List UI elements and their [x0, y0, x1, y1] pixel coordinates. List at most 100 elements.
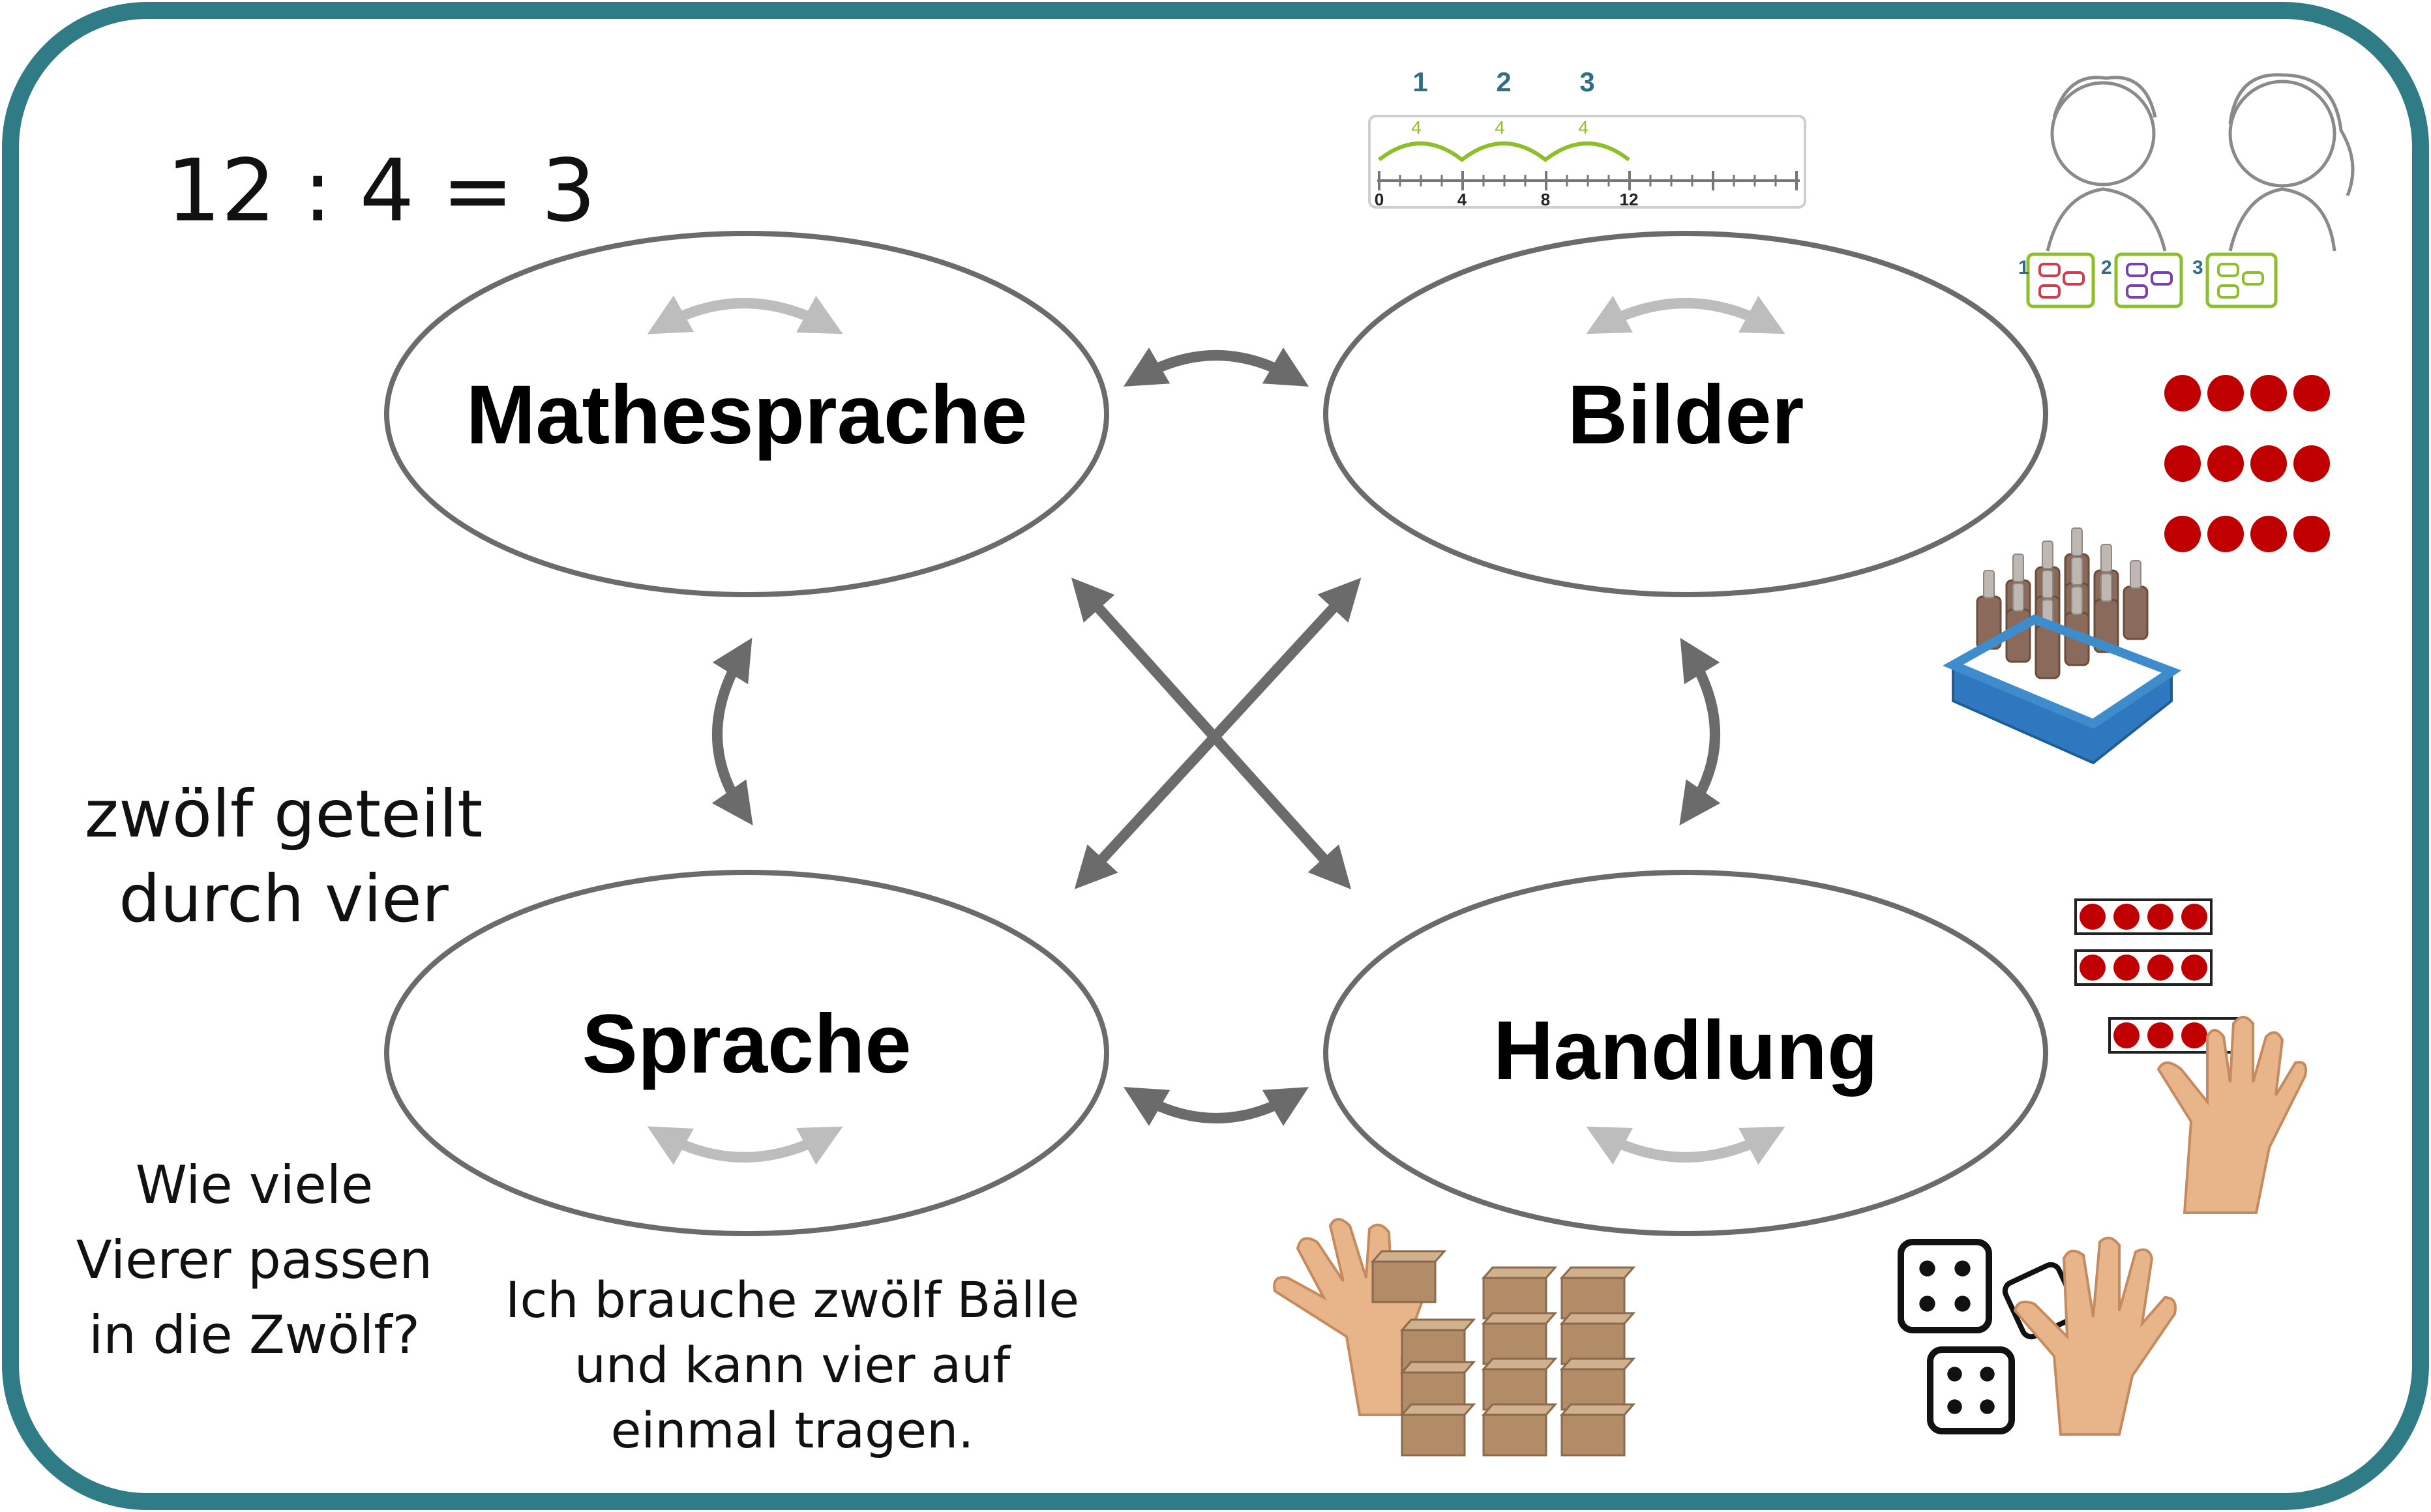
- number-line-tick-0: 0: [1375, 190, 1384, 209]
- bottle-neck: [2071, 527, 2083, 556]
- red-dot: [2250, 445, 2287, 482]
- die-pip: [1980, 1367, 1995, 1382]
- question-text-line3: in die Zwölf?: [89, 1305, 420, 1365]
- dice-and-hand-illustration: [1898, 1236, 2177, 1436]
- bottle-body: [2035, 625, 2061, 679]
- spoken-text-line2: durch vier: [119, 861, 449, 937]
- red-dot: [2293, 445, 2330, 482]
- dice-pips: [1919, 1260, 1995, 1414]
- node-handlung-ellipse: [1323, 870, 2048, 1236]
- hand-on-strip: [2156, 1016, 2307, 1214]
- die-pip: [1947, 1399, 1962, 1414]
- number-line-tick-12: 12: [1620, 190, 1639, 209]
- die-2: [1927, 1346, 2015, 1434]
- strip-dot: [2181, 1022, 2207, 1048]
- sweet-red: [2038, 284, 2061, 299]
- bottle-body: [2123, 586, 2149, 640]
- die-pip: [1980, 1399, 1995, 1414]
- cube: [1371, 1260, 1437, 1303]
- child-girl-body: [2228, 187, 2336, 252]
- red-dot: [2164, 375, 2201, 411]
- strip-dot: [2080, 955, 2106, 981]
- inner-arrow-mathesprache: [647, 295, 843, 334]
- child-girl-hair: [2228, 73, 2355, 196]
- inner-arrow-bilder: [1586, 295, 1785, 334]
- bottles: [1976, 527, 2149, 679]
- children-group-label-1: 1: [2018, 257, 2029, 278]
- cube: [1482, 1322, 1547, 1365]
- dot-strips-illustration: [2074, 898, 2307, 1214]
- number-line-jump-3: 4: [1578, 117, 1588, 138]
- child-boy-head: [2050, 81, 2156, 186]
- sweets: 1 2 3: [2018, 257, 2264, 299]
- die-pip: [1919, 1296, 1935, 1312]
- red-dot: [2250, 375, 2287, 411]
- bottle-neck: [2100, 544, 2112, 572]
- red-dot: [2250, 516, 2287, 552]
- strip-dot: [2113, 955, 2140, 981]
- bottle-neck: [2100, 573, 2112, 602]
- equation-text: 12 : 4 = 3: [166, 141, 596, 241]
- question-text-line1: Wie viele: [136, 1155, 373, 1215]
- die-pip: [1947, 1367, 1962, 1382]
- cube-top: [1481, 1403, 1558, 1416]
- strip-dot: [2113, 1022, 2140, 1048]
- strip-dot: [2113, 904, 2140, 930]
- sweet-green: [2217, 284, 2239, 299]
- red-dot: [2293, 375, 2330, 411]
- sweet-purple: [2126, 263, 2148, 277]
- cube-top: [1481, 1266, 1558, 1279]
- node-mathesprache-label: Mathesprache: [466, 368, 1028, 462]
- sweets-group-3-box: [2205, 252, 2278, 308]
- cube-top: [1370, 1250, 1447, 1263]
- cube: [1401, 1414, 1466, 1457]
- number-line-group-3: 3: [1579, 67, 1594, 97]
- inner-arrow-handlung: [1586, 1126, 1785, 1165]
- arrow-sprache-handlung: [1123, 1087, 1309, 1126]
- red-dot: [2164, 516, 2201, 552]
- story-text-line2: und kann vier auf: [574, 1336, 1011, 1394]
- children-group-label-3: 3: [2192, 257, 2203, 278]
- bottle-neck: [2071, 586, 2083, 615]
- die-pip: [1954, 1260, 1971, 1277]
- node-mathesprache-ellipse: [384, 231, 1109, 597]
- bottle-neck: [2130, 560, 2141, 589]
- arrow-bilder-handlung: [1679, 638, 1721, 826]
- strip-dots: [2080, 904, 2207, 1048]
- strip-dot: [2147, 904, 2173, 930]
- strip-dot: [2181, 955, 2207, 981]
- cube-top: [1559, 1357, 1636, 1371]
- sweet-green: [2217, 263, 2239, 277]
- inner-arrow-sprache: [647, 1126, 843, 1165]
- red-dot: [2164, 445, 2201, 482]
- strip-dot: [2080, 904, 2106, 930]
- number-line-jumps: [1378, 141, 1630, 162]
- red-dot: [2207, 516, 2244, 552]
- node-bilder-label: Bilder: [1568, 368, 1804, 462]
- number-line-ticks: [1378, 171, 1798, 190]
- cube-top: [1481, 1312, 1558, 1325]
- strip-dot: [2181, 904, 2207, 930]
- cube: [1560, 1414, 1626, 1457]
- cube-top: [1559, 1266, 1636, 1279]
- sweets-group-1-box: [2026, 252, 2095, 308]
- cube-top: [1559, 1403, 1636, 1416]
- red-dot: [2207, 375, 2244, 411]
- story-text-line3: einmal tragen.: [611, 1401, 974, 1459]
- cube-top: [1481, 1357, 1558, 1371]
- cube-top: [1399, 1361, 1476, 1374]
- cubes-and-hand-illustration: [1273, 1218, 1636, 1457]
- die-1: [1898, 1239, 1992, 1333]
- node-sprache-label: Sprache: [582, 998, 911, 1091]
- die-pip: [1954, 1296, 1971, 1312]
- red-dot-array: [2164, 375, 2330, 552]
- crate-top-rim: [1943, 614, 2182, 729]
- strip-dot: [2147, 1022, 2173, 1048]
- arrow-mathesprache-sprache: [711, 638, 753, 826]
- arrow-mathesprache-bilder: [1123, 348, 1309, 387]
- children-group-label-2: 2: [2101, 257, 2112, 278]
- child-boy-hair: [2052, 76, 2157, 118]
- number-line-tick-4: 4: [1457, 190, 1467, 209]
- story-text-line1: Ich brauche zwölf Bälle: [505, 1271, 1079, 1329]
- child-girl-head: [2228, 80, 2336, 188]
